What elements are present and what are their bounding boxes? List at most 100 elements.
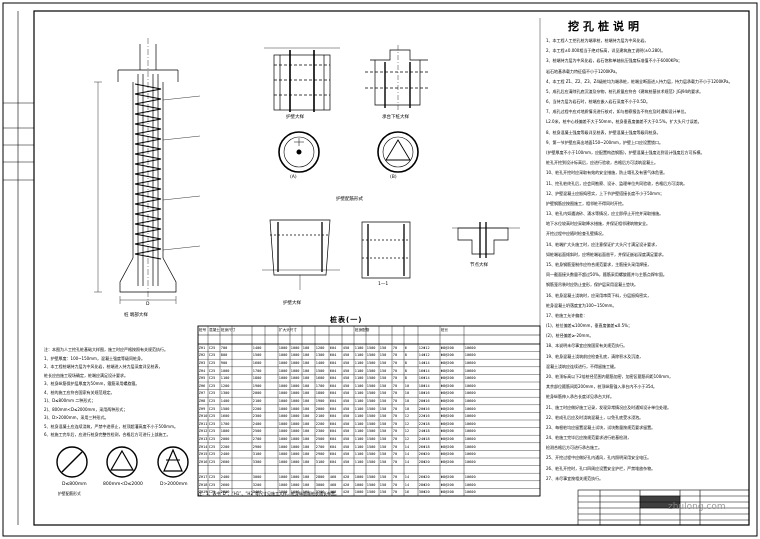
table-cell: 16Φ14 [418,368,430,373]
table-cell: 10600 [464,490,476,495]
right-note-line: 24、桩施工完毕后应按规范要求进行桩基检测， [546,435,632,441]
table-cell: 2700 [252,437,262,441]
table-cell: 1100 [354,376,364,381]
table-cell: 70 [392,490,398,495]
table-cell: 3300 [252,459,262,464]
table-cell: 1100 [354,361,364,365]
table-cell: 150 [379,391,387,396]
table-cell: 12Φ12 [418,345,430,350]
table-cell: 10600 [464,452,476,457]
table-cell: 70 [392,452,398,457]
table-cell: 10600 [464,345,476,350]
table-cell: 1500 [366,376,376,381]
table-cell: 420 [342,482,350,487]
table-cell: 100 [302,429,310,434]
table-header-cell: 混凝土 [209,328,220,332]
table-cell: 604 [329,353,337,358]
table-cell: 10 [404,391,410,396]
table-cell: 70 [392,459,398,464]
right-note-line: 26、桩孔开挖时，孔口四周应设置安全护栏，严禁堆放杂物。 [546,465,656,471]
table-cell: 150 [379,361,387,365]
table-cell: Φ8@200 [440,406,454,411]
table-cell: Φ8@200 [440,475,454,479]
right-note-line: 25、开挖过程中应做好孔内通风，孔内照明采用安全电压。 [546,455,652,461]
table-cell: ZH9 [198,406,206,411]
table-cell: 604 [329,376,337,381]
right-note-line: 开挖过程中应随时检查孔壁情况。 [546,231,606,237]
left-note-line: 2、本工程桩端持力层为中风化岩，桩端进入持力层深度详见桩表， [44,364,163,369]
table-cell: 70 [392,353,398,358]
table-cell: 1000 [278,383,288,388]
table-cell: 150 [379,444,387,449]
table-cell: 420 [342,475,350,479]
table-cell: C25 [208,391,216,396]
table-cell: 1500 [366,391,376,396]
left-note-line: 3、桩身纵筋保护层厚度为50mm，箍筋采用螺旋箍。 [44,381,140,386]
table-cell: Φ8@200 [440,345,454,350]
table-cell: 1000 [278,475,288,479]
table-cell: ZH14 [198,444,208,449]
table-cell: 10600 [464,383,476,388]
table-cell: 12 [404,414,410,419]
right-note-line: 23、每根桩均应留置混凝土试块，试块数量按规范要求留置。 [546,424,656,430]
d-label: D [146,302,150,307]
table-cell: 1000 [290,391,300,396]
table-cell: 1100 [354,452,364,457]
table-header-cell: 桩身配筋 [355,328,370,332]
table-cell: 100 [302,353,310,358]
diameter-label-mid: 800mm<D≤2000 [103,482,143,487]
table-cell: 1800 [252,376,262,381]
table-cell: 1000 [278,361,288,365]
table-cell: 1100 [354,444,364,449]
right-note-line: 3、桩端持力层为中风化岩，岩石饱和单轴抗压强度标准值不小于6000KPa； [546,58,683,64]
table-cell: 150 [379,459,387,464]
table-cell: 150 [379,376,387,381]
table-cell: 1300 [315,353,325,358]
right-note-line: 8、桩身混凝土强度等级详见桩表，护壁混凝土强度等级同桩身。 [546,129,661,135]
right-note-line: 21、施工时应做好施工记录，发现异常情况应及时通知设计单位处理。 [546,404,672,410]
table-cell: 1500 [315,368,325,373]
table-cell: 150 [379,383,387,388]
table-cell: 28Φ20 [418,482,430,487]
ring-a-label: (A) [290,175,297,180]
table-cell: 1100 [354,353,364,358]
table-cell: 70 [392,345,398,350]
table-footnote: 注：1、表中“D”、“H1”、“H2”等尺寸见施工大样，桩身纵筋顺桩长通长布置。 [198,491,340,496]
table-cell: 1000 [278,437,288,441]
section-mid-label: 1—1 [378,282,389,287]
table-cell: 450 [342,414,350,419]
table-cell: 450 [342,444,350,449]
table-cell: C25 [208,353,216,358]
right-note-line: 桩身混凝土坍落度宜为100~150mm。 [546,302,617,308]
table-cell: 1400 [252,345,262,350]
title-block [577,489,750,526]
spiral-stirrup [134,74,162,286]
table-cell: 10600 [464,399,476,403]
table-cell: 70 [392,475,398,479]
table-cell: 100 [302,345,310,350]
table-cell: 10600 [464,353,476,358]
table-cell: 2400 [220,452,230,457]
table-cell: 2500 [252,429,262,434]
table-cell: 1500 [366,482,376,487]
left-note-line: 注：本图为人工挖孔桩基础大样图，施工时应严格按照有关规范执行。 [44,347,168,352]
table-cell: 100 [302,421,310,426]
table-cell: 150 [379,421,387,426]
table-cell: Φ8@200 [440,482,454,487]
table-cell: 16 [404,490,410,495]
table-cell: ZH1 [198,345,206,350]
table-cell: 2700 [315,444,325,449]
pile-detail-label: 桩 端部大样 [124,313,148,318]
table-cell: 1000 [278,368,288,373]
table-cell: 10600 [464,482,476,487]
table-cell: 70 [392,444,398,449]
table-cell: 150 [379,437,387,441]
table-cell: 450 [342,353,350,358]
table-cell: 100 [302,414,310,419]
right-note-line: 钢筋笼吊装时应防止变形，保护层采用混凝土垫块。 [546,282,638,288]
table-cell: 450 [342,429,350,434]
table-cell: 2600 [220,459,230,464]
table-cell: ZH18 [198,482,208,487]
